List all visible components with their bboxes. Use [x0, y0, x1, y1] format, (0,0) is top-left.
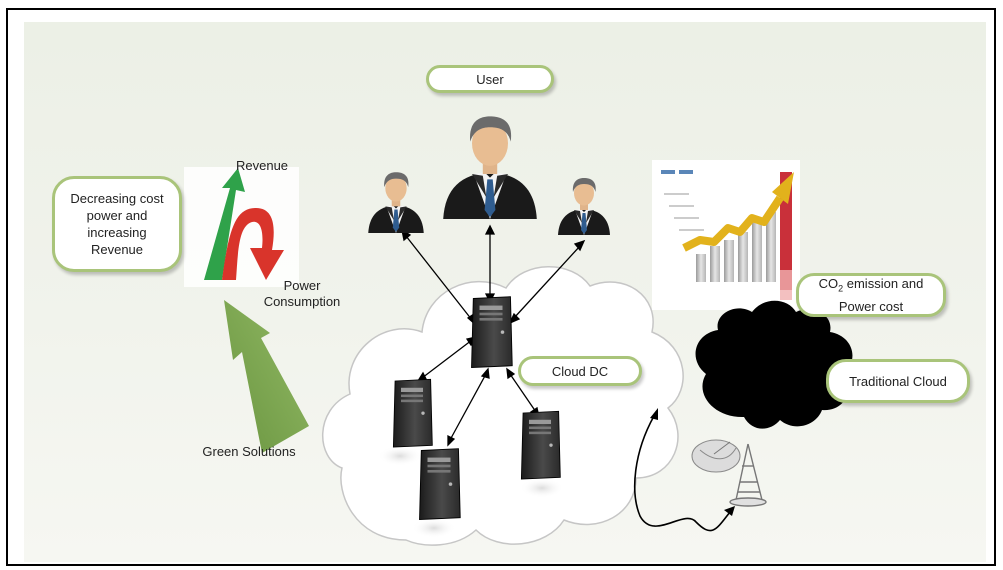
co2-prefix: CO: [818, 276, 839, 292]
co2-subscript: 2: [838, 283, 844, 294]
server-icon: [471, 296, 513, 368]
cloud-icon: [321, 266, 684, 546]
decreasing-cost-text: Decreasing cost power and increasing Rev…: [70, 191, 164, 257]
diagram-frame: User Decreasing cost power and increasin…: [6, 8, 996, 566]
server-icon: [392, 378, 433, 448]
user-icon: [558, 178, 610, 235]
co2-text: CO2 emission and Power cost: [799, 275, 943, 315]
user-icon: [368, 172, 424, 233]
co2-suffix: emission and Power cost: [838, 276, 924, 314]
green-solutions-arrow: [224, 300, 309, 453]
satellite-dish-icon: [691, 439, 741, 473]
diagram-graphics: [184, 116, 853, 546]
traditional-cloud-shape: [695, 300, 853, 429]
traditional-cloud-text: Traditional Cloud: [849, 373, 947, 389]
cloud-dc-label: Cloud DC: [518, 356, 642, 386]
server-icon: [520, 410, 561, 480]
user-label-text: User: [476, 71, 504, 87]
power-consumption-label: Power Consumption: [263, 278, 341, 309]
connection-arrows: [401, 224, 586, 447]
co2-label: CO2 emission and Power cost: [796, 273, 946, 317]
antenna-tower-icon: [729, 443, 767, 507]
server-icon: [419, 448, 461, 520]
user-icon: [443, 116, 537, 219]
bar-chart-icon: [652, 160, 800, 310]
diagram-canvas: User Decreasing cost power and increasin…: [24, 22, 986, 562]
user-label: User: [426, 65, 554, 93]
traditional-cloud-label: Traditional Cloud: [826, 359, 970, 403]
wireless-link-arrow: [633, 408, 735, 532]
green-solutions-label: Green Solutions: [202, 444, 296, 459]
revenue-label: Revenue: [236, 158, 289, 173]
revenue-power-chart-icon: [184, 167, 299, 287]
decreasing-cost-label: Decreasing cost power and increasing Rev…: [52, 176, 182, 272]
cloud-dc-text: Cloud DC: [551, 363, 609, 379]
